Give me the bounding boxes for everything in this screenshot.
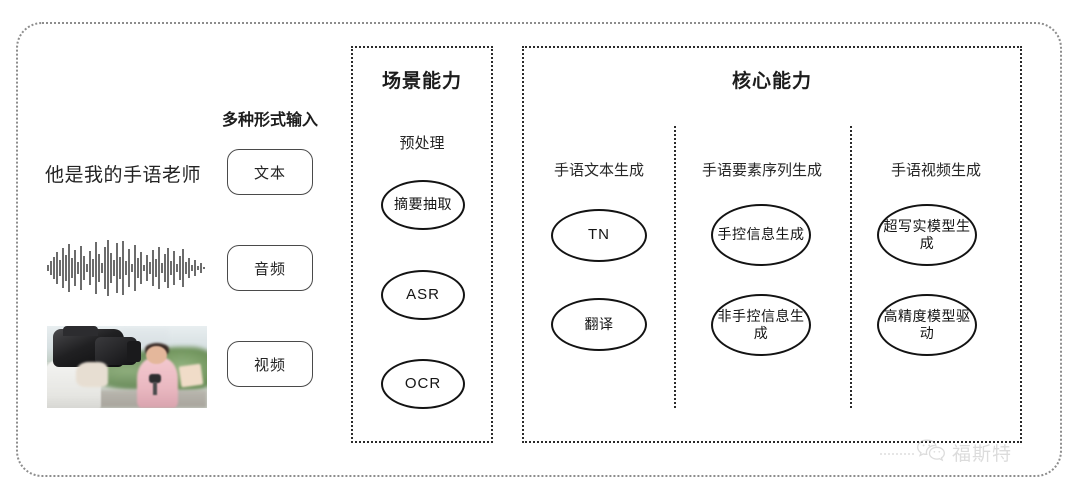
node-manual-info-generation[interactable]: 手控信息生成 <box>711 204 811 266</box>
watermark-text: 福斯特 <box>952 444 1013 465</box>
watermark: 福斯特 <box>880 438 1013 467</box>
core-capability-box <box>522 46 1022 443</box>
node-non-manual-info-generation[interactable]: 非手控信息生成 <box>711 294 811 356</box>
watermark-dots <box>880 452 914 455</box>
chip-text[interactable]: 文本 <box>227 149 313 195</box>
scenario-column-label-preprocess: 预处理 <box>399 135 445 152</box>
node-tn[interactable]: TN <box>551 209 647 262</box>
sample-input-text: 他是我的手语老师 <box>45 165 202 186</box>
chip-video[interactable]: 视频 <box>227 341 313 387</box>
core-capability-title: 核心能力 <box>731 71 812 92</box>
node-hyperreal-model-generation[interactable]: 超写实模型生成 <box>877 204 977 266</box>
wechat-icon <box>916 438 946 467</box>
core-column-label-sign-text-generation: 手语文本生成 <box>553 162 644 179</box>
video-thumbnail <box>47 326 207 408</box>
node-asr[interactable]: ASR <box>381 270 465 320</box>
node-high-precision-model-drive[interactable]: 高精度模型驱动 <box>877 294 977 356</box>
audio-waveform <box>43 238 208 298</box>
chip-audio[interactable]: 音频 <box>227 245 313 291</box>
outer-frame <box>16 22 1062 477</box>
node-abstract-extraction[interactable]: 摘要抽取 <box>381 180 465 230</box>
node-ocr[interactable]: OCR <box>381 359 465 409</box>
scenario-capability-title: 场景能力 <box>381 71 462 92</box>
core-divider-1 <box>674 126 676 408</box>
node-translation[interactable]: 翻译 <box>551 298 647 351</box>
core-divider-2 <box>850 126 852 408</box>
input-section-heading: 多种形式输入 <box>221 112 318 129</box>
core-column-label-sign-video-generation: 手语视频生成 <box>890 162 981 179</box>
core-column-label-sign-element-sequence: 手语要素序列生成 <box>701 162 822 179</box>
scenario-capability-box <box>351 46 493 443</box>
